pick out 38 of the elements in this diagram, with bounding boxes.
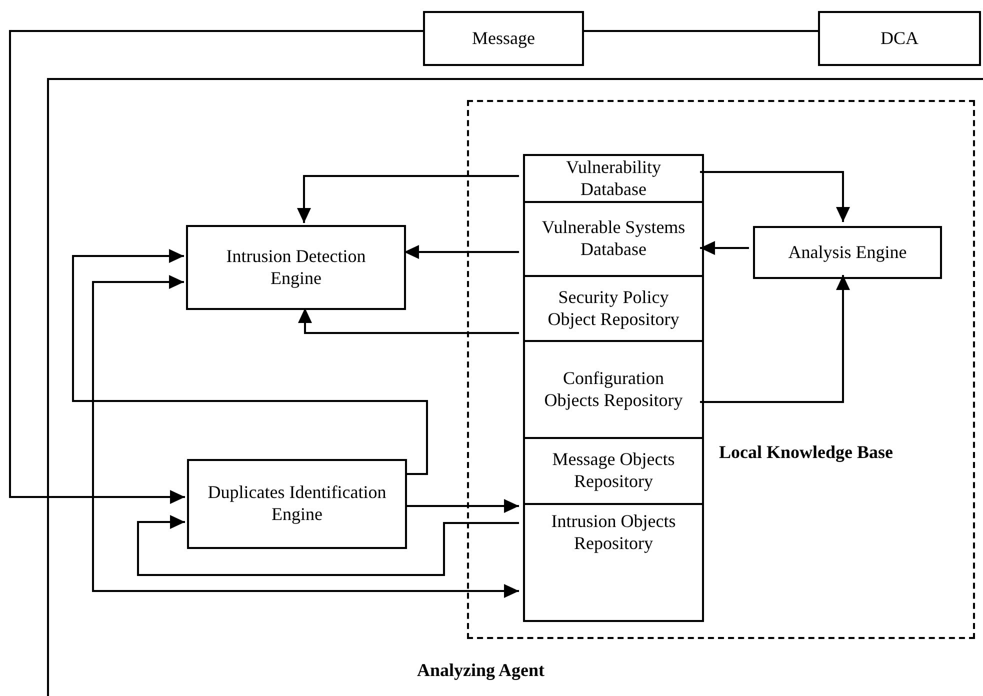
connector-line (584, 30, 818, 32)
box-label: Security Policy Object Repository (546, 286, 680, 330)
arrow (700, 241, 749, 255)
process-box (818, 11, 981, 66)
repository-cell (523, 505, 704, 622)
box-label: DCA (879, 28, 920, 50)
process-box (753, 226, 942, 279)
repository-cell (523, 277, 704, 342)
box-label: Intrusion Objects Repository (550, 511, 677, 554)
repository-cell (523, 154, 704, 203)
arrow (700, 275, 850, 403)
process-box (423, 11, 584, 66)
arrow (297, 175, 519, 223)
box-label: Intrusion Detection Engine (225, 246, 367, 290)
arrow (72, 249, 428, 475)
region-title: Local Knowledge Base (719, 442, 893, 463)
arrow (405, 499, 519, 513)
box-label: Duplicates Identification Engine (206, 482, 388, 526)
dashed-region (467, 100, 975, 639)
box-label: Message Objects Repository (551, 449, 676, 493)
box-label: Vulnerable Systems Database (540, 217, 686, 261)
process-box (186, 225, 406, 310)
box-label: Message (471, 28, 536, 50)
agent-frame (47, 78, 983, 696)
process-box (187, 459, 407, 549)
arrow (404, 245, 519, 259)
box-label: Configuration Objects Repository (543, 368, 684, 412)
box-label: Vulnerability Database (565, 156, 662, 200)
arrow (137, 515, 519, 576)
arrow (298, 308, 519, 334)
arrow (700, 171, 850, 222)
arrow (9, 30, 423, 504)
box-label: Analysis Engine (787, 242, 908, 264)
repository-cell (523, 342, 704, 439)
region-title: Analyzing Agent (417, 660, 545, 681)
repository-cell (523, 203, 704, 277)
arrow (92, 275, 519, 598)
repository-cell (523, 439, 704, 505)
